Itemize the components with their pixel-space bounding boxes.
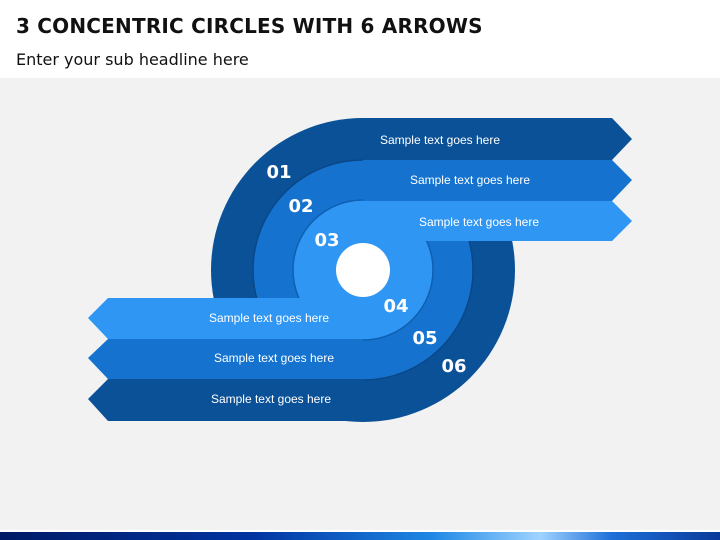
page-title: 3 CONCENTRIC CIRCLES WITH 6 ARROWS bbox=[16, 14, 483, 38]
arrow-02 bbox=[363, 160, 632, 201]
arrow-03 bbox=[363, 201, 632, 241]
arrow-04 bbox=[88, 298, 363, 339]
number-02: 02 bbox=[288, 196, 313, 217]
number-01: 01 bbox=[266, 162, 291, 183]
center-hole bbox=[336, 243, 390, 297]
arrow-05 bbox=[88, 339, 363, 379]
arrow-01-text: Sample text goes here bbox=[380, 133, 500, 147]
arrow-06-text: Sample text goes here bbox=[211, 392, 331, 406]
footer-gradient-bar bbox=[0, 532, 720, 540]
arrow-05-text: Sample text goes here bbox=[214, 351, 334, 365]
number-05: 05 bbox=[412, 328, 437, 349]
number-06: 06 bbox=[441, 356, 466, 377]
arrow-06 bbox=[88, 379, 363, 421]
arrow-04-text: Sample text goes here bbox=[209, 311, 329, 325]
arrow-01 bbox=[363, 118, 632, 160]
arrow-02-text: Sample text goes here bbox=[410, 173, 530, 187]
number-03: 03 bbox=[314, 230, 339, 251]
page-subtitle: Enter your sub headline here bbox=[16, 50, 249, 69]
arrow-03-text: Sample text goes here bbox=[419, 215, 539, 229]
number-04: 04 bbox=[383, 296, 408, 317]
